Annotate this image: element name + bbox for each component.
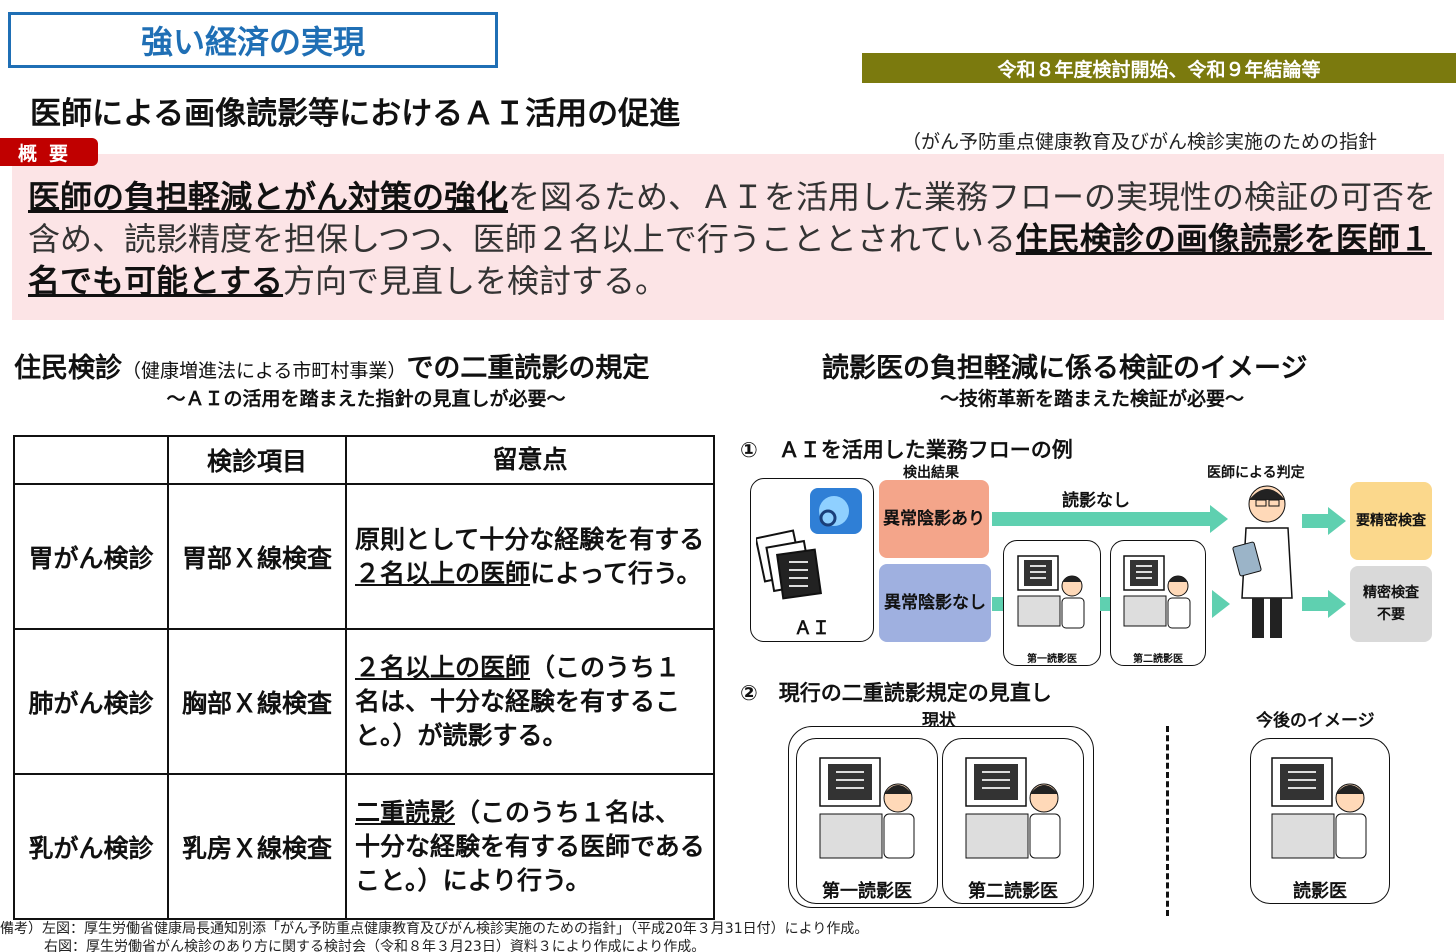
note-underlined: 二重読影 [355, 797, 456, 827]
overview-body-1: を図るため、ＡＩを活用した業務フローの実現性の検証の可否を含め、読影精度を担保し… [28, 178, 1437, 258]
overview-body-2: 方向で見直しを検討する。 [283, 262, 668, 300]
overview-emphasis-2: 住民検診の画像読影を医師１名でも可能とする [28, 220, 1432, 300]
abnormal-shadow-tile: 異常陰影あり [879, 480, 989, 558]
note-underlined: ２名以上の医師 [355, 652, 531, 682]
divider-dashed [1166, 726, 1169, 916]
current-second-reader-label: 第二読影医 [968, 881, 1058, 902]
left-section-title: 住民検診（健康増進法による市町村事業）での二重読影の規定 [14, 346, 649, 385]
table-cell-item: 乳房Ｘ線検査 [167, 773, 347, 920]
example1-title: ① ＡＩを活用した業務フローの例 [740, 438, 1073, 462]
outcome-arrow-upper [1302, 514, 1330, 528]
reader-doctor-icon [819, 757, 915, 859]
left-title-tail: での二重読影の規定 [406, 353, 650, 384]
table-row: 乳がん検診 乳房Ｘ線検査 二重読影（このうち１名は、十分な経験を有する医師である… [13, 773, 715, 920]
judging-doctor-icon [1232, 485, 1293, 638]
outcome-arrowhead-upper [1328, 507, 1346, 535]
table-cell-note: 原則として十分な経験を有する ２名以上の医師によって行う。 [345, 483, 715, 630]
detailed-exam-tile: 要精密検査 [1350, 482, 1432, 560]
outcome-arrowhead-lower [1328, 590, 1346, 618]
table-cell-exam: 肺がん検診 [13, 628, 169, 775]
reader-doctor-icon [965, 757, 1061, 859]
flow-arrowhead-lower [1212, 590, 1230, 618]
ai-xray-icon [756, 488, 862, 600]
overview-box [12, 154, 1444, 320]
no-reading-label: 読影なし [1062, 491, 1130, 511]
current-first-reader-label: 第一読影医 [822, 881, 912, 902]
note-underlined: ２名以上の医師 [355, 558, 531, 588]
table-row: 胃がん検診 胃部Ｘ線検査 原則として十分な経験を有する ２名以上の医師によって行う… [13, 483, 715, 630]
timeline-banner: 令和８年度検討開始、令和９年結論等 [862, 53, 1456, 83]
detection-result-label: 検出結果 [903, 465, 959, 481]
table-cell-note: 二重読影（このうち１名は、十分な経験を有する医師であること。）により行う。 [345, 773, 715, 920]
reader-doctor-icon [1271, 757, 1367, 859]
table-header-blank [13, 435, 169, 485]
note-text: 原則として十分な経験を有する [355, 524, 705, 554]
table-cell-item: 胸部Ｘ線検査 [167, 628, 347, 775]
flow-arrowhead-upper [1210, 505, 1228, 533]
table-header-note: 留意点 [345, 435, 715, 485]
overview-emphasis-1: 医師の負担軽減とがん対策の強化 [28, 178, 509, 216]
footnote-line1: 備考）左図：厚生労働省健康局長通知別添「がん予防重点健康教育及びがん検診実施のた… [0, 921, 869, 937]
guideline-reference: （がん予防重点健康教育及びがん検診実施のための指針 [902, 131, 1378, 153]
left-title-main: 住民検診 [14, 353, 122, 384]
reader-doctor-icon [1017, 555, 1085, 629]
second-reader-label: 第二読影医 [1133, 654, 1183, 665]
ai-label: ＡＩ [794, 618, 830, 639]
table-cell-exam: 胃がん検診 [13, 483, 169, 630]
overview-text: 医師の負担軽減とがん対策の強化を図るため、ＡＩを活用した業務フローの実現性の検証… [28, 176, 1438, 302]
table-cell-item: 胃部Ｘ線検査 [167, 483, 347, 630]
example2-title: ② 現行の二重読影規定の見直し [740, 681, 1052, 705]
left-title-small: （健康増進法による市町村事業） [122, 360, 407, 382]
footnote-line2: 右図：厚生労働省がん検診のあり方に関する検討会（令和８年３月23日）資料３により… [44, 939, 706, 952]
flow-arrow-upper [992, 512, 1212, 526]
page-title: 医師による画像読影等におけるＡＩ活用の促進 [30, 96, 681, 132]
section-badge: 強い経済の実現 [8, 12, 498, 68]
right-section-title: 読影医の負担軽減に係る検証のイメージ [822, 353, 1308, 384]
doctor-judgement-label: 医師による判定 [1207, 465, 1305, 481]
table-cell-note: ２名以上の医師（このうち１名は、十分な経験を有すること。）が読影する。 [345, 628, 715, 775]
overview-tag: 概要 [0, 138, 98, 166]
note-text: によって行う。 [530, 558, 702, 588]
outcome-arrow-lower [1302, 597, 1330, 611]
left-section-subtitle: ～ＡＩの活用を踏まえた指針の見直しが必要～ [166, 388, 566, 410]
no-detailed-exam-tile: 精密検査不要 [1350, 566, 1432, 642]
right-section-subtitle: ～技術革新を踏まえた検証が必要～ [939, 388, 1244, 410]
note-text: （このうち１名は、十分な経験を有すること。）が読影する。 [355, 652, 681, 750]
reader-doctor-icon [1123, 555, 1191, 629]
table-header-row: 検診項目 留意点 [13, 435, 715, 485]
table-header-item: 検診項目 [167, 435, 347, 485]
flow-arrow-lower-2 [1100, 597, 1112, 611]
note-text: （このうち１名は、十分な経験を有する医師であること。）により行う。 [355, 797, 705, 895]
future-reader-label: 読影医 [1293, 881, 1347, 902]
no-abnormal-shadow-tile: 異常陰影なし [879, 564, 991, 642]
first-reader-label: 第一読影医 [1027, 654, 1077, 665]
flow-arrow-lower-1 [992, 597, 1006, 611]
future-label: 今後のイメージ [1256, 711, 1375, 731]
table-cell-exam: 乳がん検診 [13, 773, 169, 920]
double-reading-table: 検診項目 留意点 胃がん検診 胃部Ｘ線検査 原則として十分な経験を有する ２名以上… [13, 435, 715, 920]
table-row: 肺がん検診 胸部Ｘ線検査 ２名以上の医師（このうち１名は、十分な経験を有すること… [13, 628, 715, 775]
